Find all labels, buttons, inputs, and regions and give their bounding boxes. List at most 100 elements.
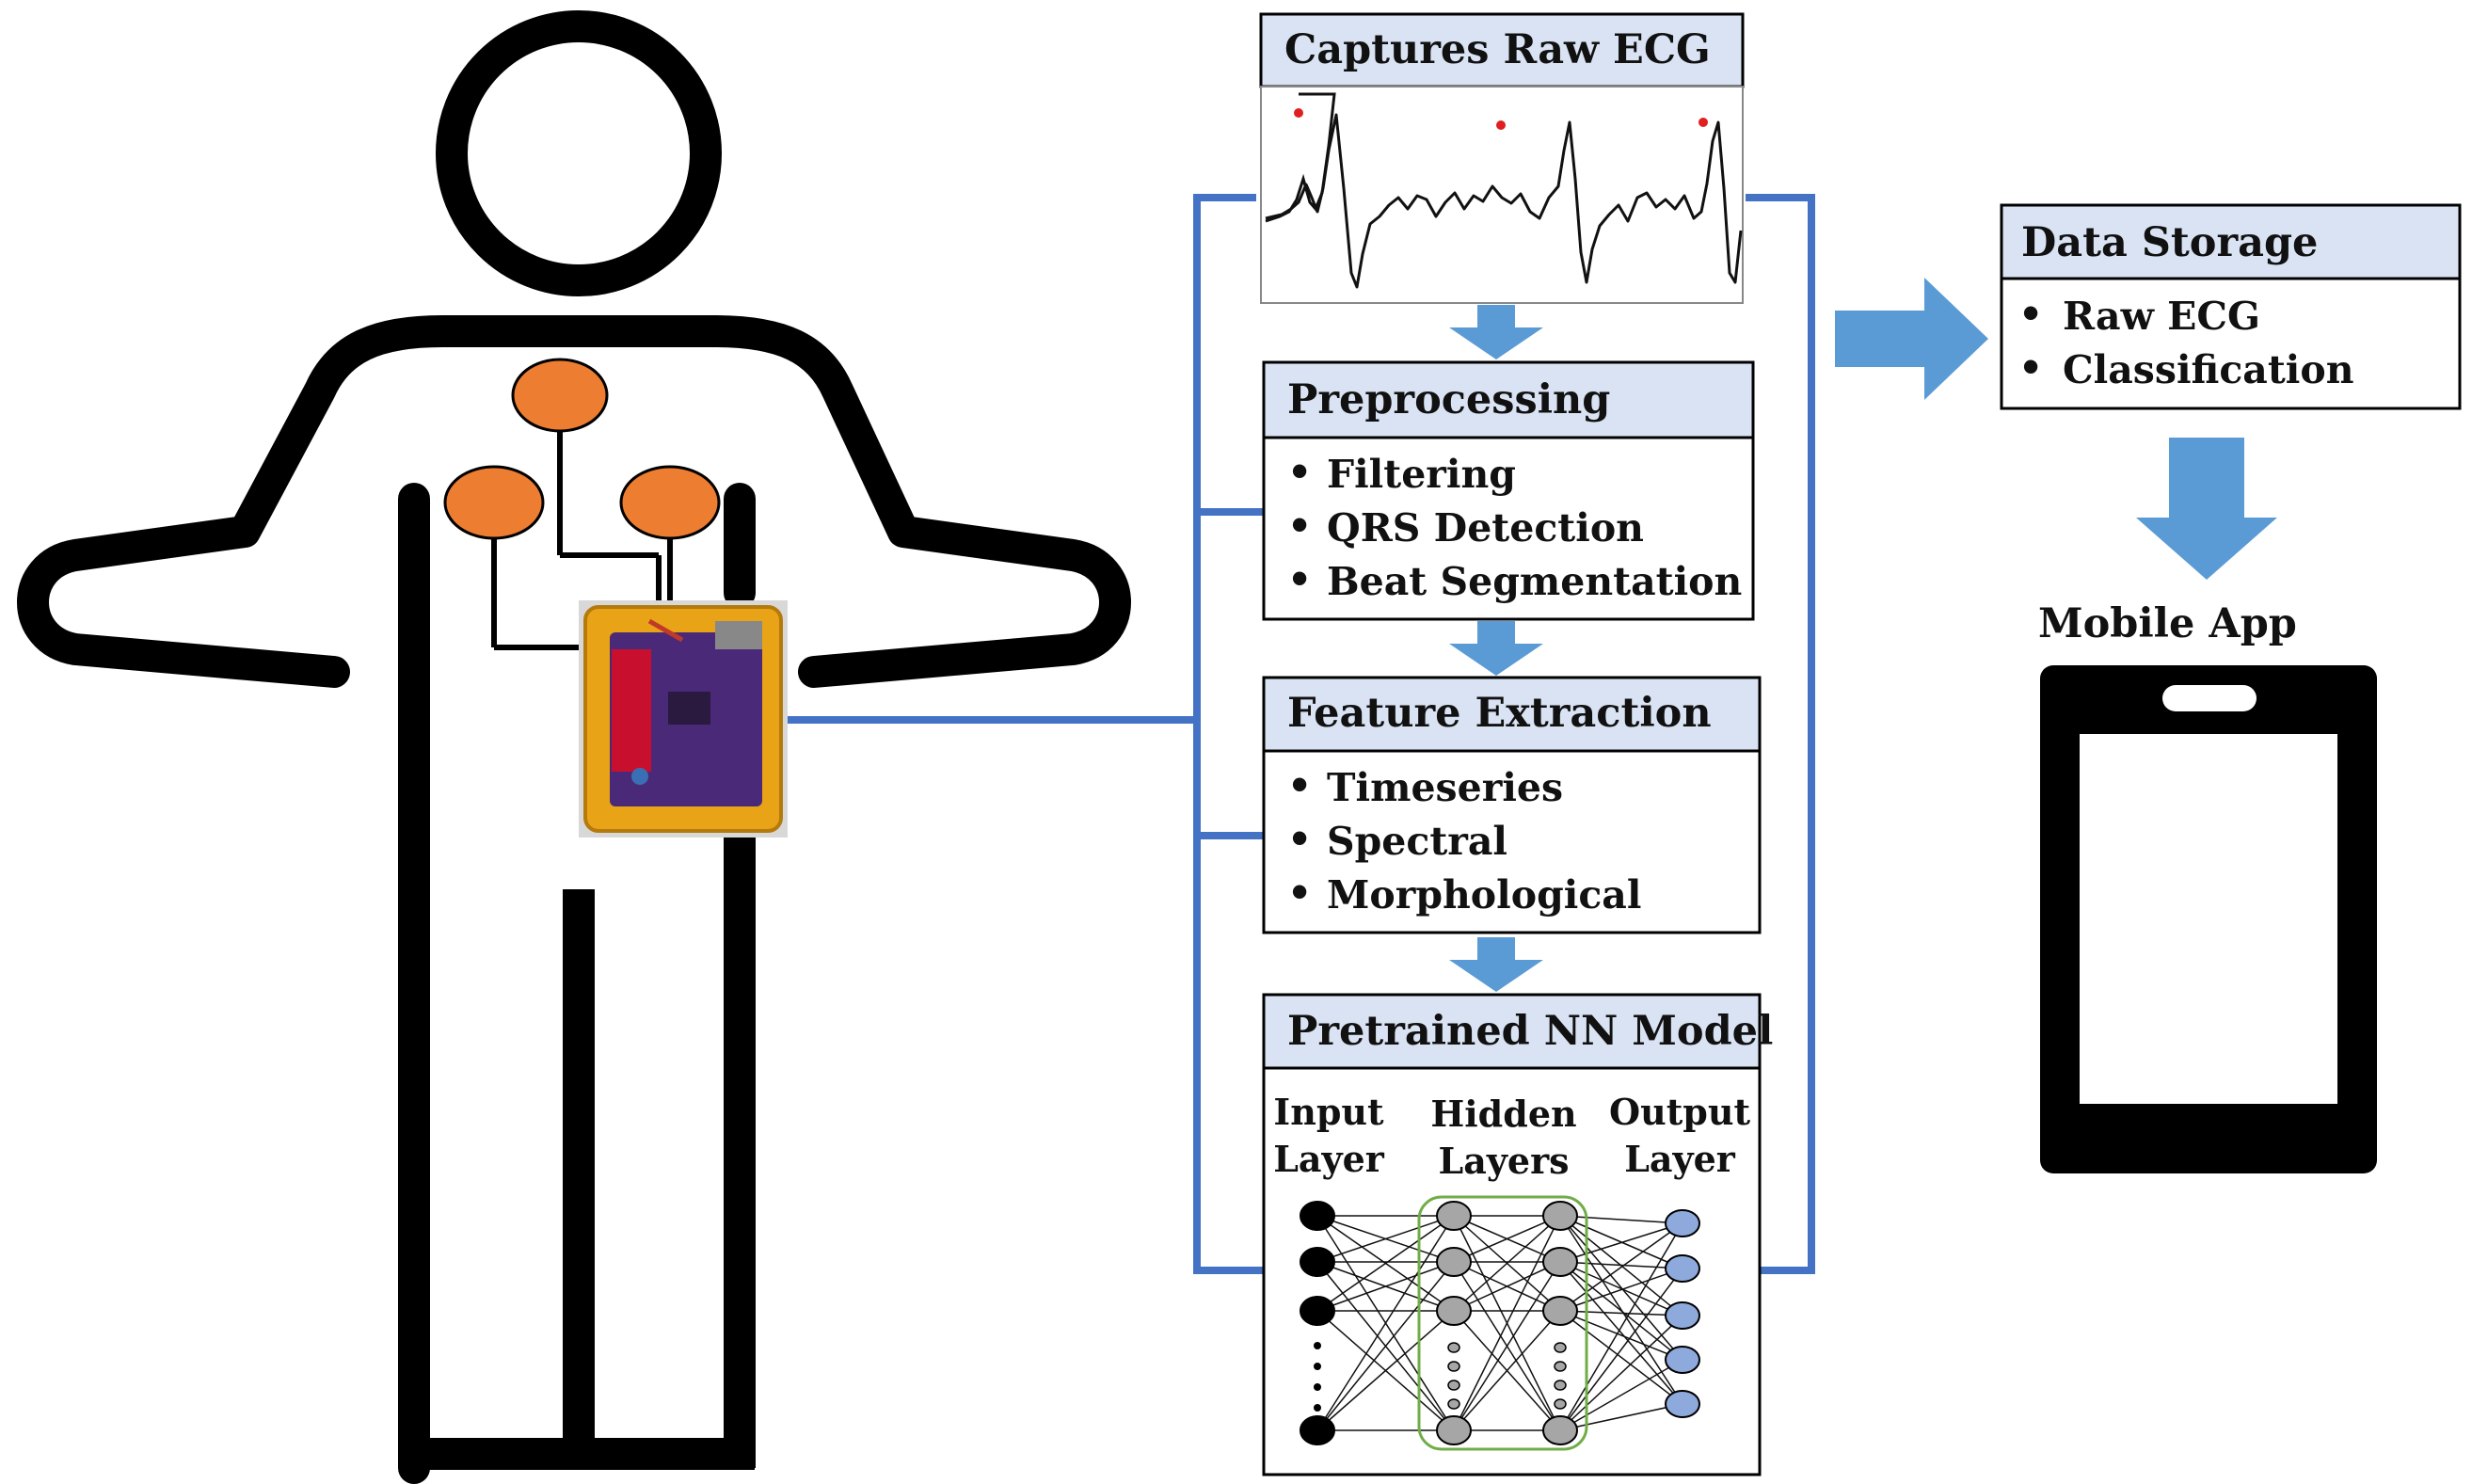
- nn-edge: [1453, 1261, 1561, 1312]
- bullet: •: [1287, 450, 1312, 495]
- nn-edge: [1559, 1215, 1683, 1361]
- nn-edge: [1316, 1310, 1455, 1431]
- ecg-device-board-icon: [579, 600, 788, 838]
- preprocessing-item-1: Filtering: [1327, 452, 1516, 497]
- nn-hidden-node: [1542, 1296, 1578, 1326]
- ecg-peak-3: [1699, 118, 1708, 127]
- nn-edge: [1316, 1215, 1455, 1263]
- nn-ellipsis-dot: [1447, 1398, 1460, 1410]
- storage-body: [2000, 277, 2462, 410]
- nn-edge: [1559, 1261, 1683, 1316]
- features-body: [1262, 749, 1762, 934]
- person-head: [436, 10, 722, 296]
- nn-ellipsis-dot: [1314, 1363, 1321, 1370]
- nn-ellipsis-dot: [1314, 1342, 1321, 1349]
- arrow-down-icon: [2136, 438, 2277, 580]
- nn-edge: [1559, 1403, 1683, 1431]
- features-box: Feature Extraction • Timeseries • Spectr…: [1262, 676, 1762, 934]
- ecg-peak-1: [1294, 108, 1303, 118]
- nn-ellipsis-dot: [1447, 1361, 1460, 1372]
- device-cable: [647, 618, 684, 643]
- bullet: •: [1287, 763, 1312, 808]
- nn-edge: [1559, 1222, 1683, 1431]
- hidden-layers-label-2: Layers: [1438, 1140, 1569, 1182]
- nn-edge: [1316, 1261, 1455, 1312]
- nn-edge: [1559, 1222, 1683, 1312]
- nn-edge: [1559, 1268, 1683, 1312]
- arrow-down-icon: [1449, 305, 1543, 359]
- nn-input-node: [1300, 1247, 1335, 1277]
- nn-edge: [1316, 1215, 1455, 1312]
- bullet: •: [1287, 503, 1312, 549]
- preprocessing-body: [1262, 436, 1755, 621]
- flow-arrows: [1449, 278, 2277, 992]
- input-layer-label-1: Input: [1273, 1091, 1384, 1133]
- nn-input-node: [1300, 1201, 1335, 1231]
- features-item-1: Timeseries: [1327, 765, 1563, 810]
- nn-ellipsis-dot: [1447, 1342, 1460, 1353]
- preprocessing-title: Preprocessing: [1287, 376, 1610, 423]
- nn-edge: [1559, 1268, 1683, 1431]
- nn-edge: [1559, 1359, 1683, 1431]
- mobile-app: Mobile App: [2038, 600, 2377, 1173]
- nn-edge: [1559, 1310, 1683, 1405]
- person-shoulders: [17, 315, 1131, 688]
- electrode-left: [443, 465, 545, 540]
- nn-edge: [1559, 1315, 1683, 1431]
- nn-hidden-node: [1436, 1415, 1472, 1445]
- input-layer-label-2: Layer: [1273, 1138, 1385, 1180]
- bullet: •: [2018, 345, 2043, 391]
- preprocessing-item-2: QRS Detection: [1327, 505, 1644, 551]
- model-header: [1262, 993, 1762, 1070]
- nn-edge: [1559, 1261, 1683, 1269]
- nn-hidden-node: [1436, 1296, 1472, 1326]
- device-button: [631, 768, 648, 785]
- nn-edge: [1453, 1261, 1561, 1431]
- nn-edge: [1453, 1215, 1561, 1431]
- electrode-right: [619, 465, 721, 540]
- nn-output-node: [1665, 1346, 1700, 1374]
- mobile-app-label: Mobile App: [2038, 600, 2297, 647]
- model-title: Pretrained NN Model: [1287, 1008, 1773, 1055]
- device-chip: [668, 692, 710, 725]
- arrow-down-icon: [1449, 621, 1543, 676]
- features-item-2: Spectral: [1327, 819, 1507, 864]
- nn-ellipsis-dot: [1314, 1404, 1321, 1412]
- ecg-trace: [1265, 113, 1743, 289]
- device-connector: [715, 621, 762, 649]
- neural-network-edges: [1316, 1215, 1683, 1431]
- nn-output-node: [1665, 1254, 1700, 1283]
- nn-edge: [1453, 1310, 1561, 1431]
- features-item-3: Morphological: [1327, 872, 1641, 918]
- nn-edge: [1559, 1261, 1683, 1405]
- nn-input-node: [1300, 1415, 1335, 1445]
- person-outline-icon: [17, 10, 1131, 1484]
- storage-title: Data Storage: [2021, 219, 2318, 266]
- nn-ellipsis-dot: [1447, 1380, 1460, 1391]
- nn-edge: [1559, 1222, 1683, 1263]
- connector-left-bus: [1193, 194, 1266, 1274]
- nn-ellipsis-dot: [1554, 1361, 1567, 1372]
- nn-edge: [1453, 1215, 1561, 1312]
- device-module: [612, 649, 651, 772]
- connector-lines: [788, 194, 1815, 1274]
- nn-edge: [1559, 1310, 1683, 1361]
- model-box: Pretrained NN Model Input Layer Hidden L…: [1262, 993, 1773, 1476]
- bullet: •: [1287, 817, 1312, 862]
- output-layer-label-2: Layer: [1624, 1138, 1736, 1180]
- storage-box: Data Storage • Raw ECG • Classification: [2000, 203, 2462, 410]
- output-layer-label-1: Output: [1609, 1091, 1750, 1133]
- nn-edge: [1559, 1215, 1683, 1224]
- phone-speaker: [2162, 685, 2257, 711]
- nn-edge: [1316, 1261, 1455, 1431]
- storage-header: [2000, 203, 2462, 280]
- nn-hidden-node: [1542, 1247, 1578, 1277]
- hidden-layers-label-1: Hidden: [1430, 1093, 1576, 1135]
- ecg-waveform-panel: [1260, 86, 1744, 304]
- preprocessing-item-3: Beat Segmentation: [1327, 559, 1742, 604]
- nn-input-node: [1300, 1296, 1335, 1326]
- nn-output-node: [1665, 1209, 1700, 1237]
- bullet: •: [2018, 292, 2043, 337]
- features-title: Feature Extraction: [1287, 690, 1712, 737]
